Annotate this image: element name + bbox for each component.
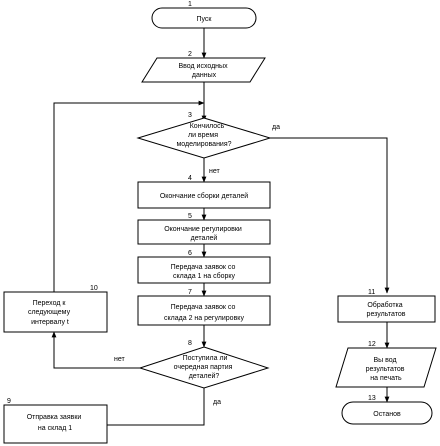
node-3-decision xyxy=(136,117,272,159)
node-5-number: 5 xyxy=(188,213,192,220)
node-6-number: 6 xyxy=(188,250,192,257)
edge-8-9 xyxy=(107,388,205,426)
node-8-number: 8 xyxy=(188,340,192,347)
node-6-label: Передача заявок со склада 1 на сборку xyxy=(171,264,238,280)
shapes xyxy=(3,7,437,444)
node-3-label: Кончилось ли время моделирования? xyxy=(176,123,231,148)
node-1-label: Пуск xyxy=(196,16,212,23)
edge-8-10 xyxy=(51,331,140,369)
node-12-number: 12 xyxy=(368,341,376,348)
edge-label-n3-no: нет xyxy=(209,168,221,175)
node-13-terminator xyxy=(341,401,433,425)
node-11-process xyxy=(337,295,436,323)
node-9-process xyxy=(3,404,108,444)
node-10-label: Переход к следующему интервалу t xyxy=(28,300,72,326)
node-5-process xyxy=(137,219,271,245)
node-5-label: Окончание регулировки деталей xyxy=(164,226,244,242)
node-9-label: Отправка заявки на склад 1 xyxy=(27,414,84,432)
node-11-number: 11 xyxy=(368,289,375,296)
node-8-label: Поступила ли очередная партия деталей? xyxy=(174,355,235,380)
node-3-number: 3 xyxy=(188,112,192,119)
node-11-label: Обработка результатов xyxy=(367,301,406,318)
node-2-label: Ввод исходных данных xyxy=(178,63,229,79)
node-2-input xyxy=(141,57,266,83)
node-4-label: Окончание сборки деталей xyxy=(160,192,248,200)
node-6-process xyxy=(137,256,271,284)
node-4-process xyxy=(137,181,271,209)
node-labels: Пуск Ввод исходных данных Кончилось ли в… xyxy=(27,16,407,432)
node-9-number: 9 xyxy=(7,398,11,405)
node-10-number: 10 xyxy=(90,285,98,292)
edge-labels: да нет нет да xyxy=(114,124,280,406)
node-1-number: 1 xyxy=(188,1,192,8)
node-1-terminator xyxy=(151,7,257,29)
node-12-label: Вы вод результатов на печать xyxy=(366,357,407,382)
node-7-label: Передача заявок со склада 2 на регулиров… xyxy=(164,304,244,322)
node-4-number: 4 xyxy=(188,175,192,182)
node-13-label: Останов xyxy=(373,411,401,418)
node-8-decision xyxy=(138,346,270,389)
node-10-process xyxy=(3,291,108,333)
node-7-process xyxy=(137,295,271,326)
edge-3-11 xyxy=(270,137,390,294)
edge-10-3 xyxy=(53,100,205,292)
node-numbers: 1 2 3 4 5 6 7 8 9 10 11 12 13 xyxy=(7,1,376,405)
edge-label-n8-yes: да xyxy=(213,399,221,406)
edge-label-n8-no: нет xyxy=(114,356,126,363)
node-13-number: 13 xyxy=(368,395,376,402)
node-2-number: 2 xyxy=(188,51,192,58)
edge-label-n3-yes: да xyxy=(272,124,280,131)
node-7-number: 7 xyxy=(188,289,192,296)
connectors xyxy=(51,28,390,426)
node-12-output xyxy=(335,347,437,388)
